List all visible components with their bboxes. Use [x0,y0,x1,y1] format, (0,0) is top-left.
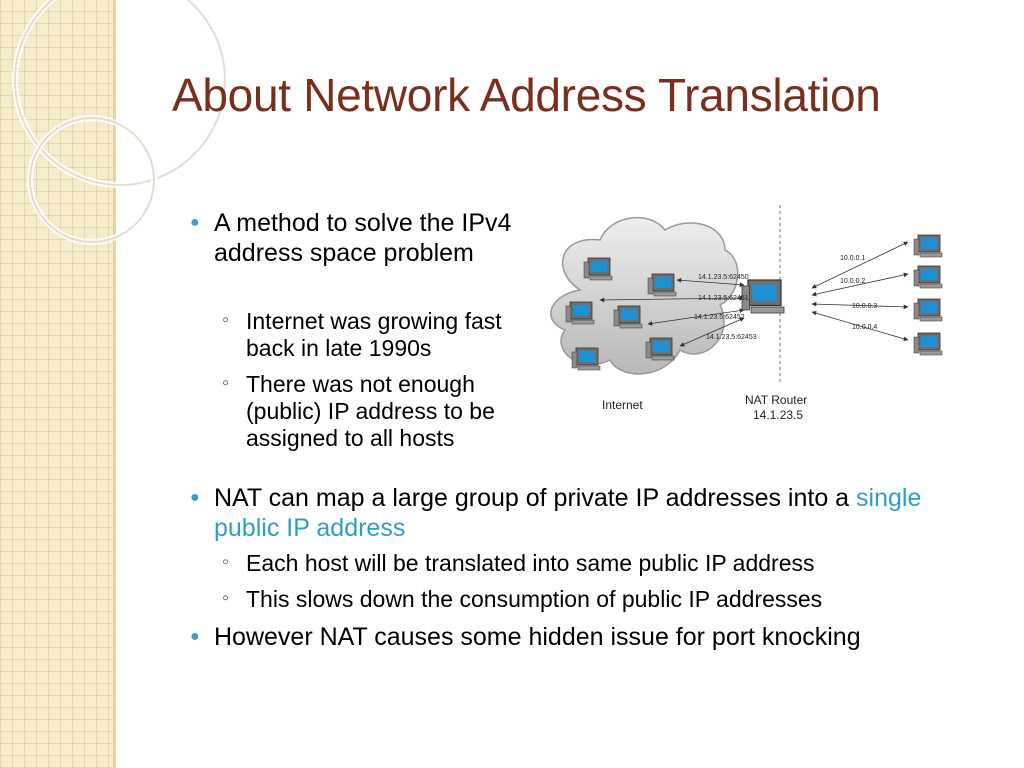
internet-host-icon [613,305,643,329]
sub-bullet-2-2-text: This slows down the consumption of publi… [246,586,823,612]
nat-diagram: 14.1.23.5:62450 14.1.23.5:62451 14.1.23.… [550,205,943,422]
router-label: NAT Router [745,393,807,407]
internet-host-icon [565,301,595,325]
private-ip-label: 10.0.0.3 [852,303,877,310]
public-port-label: 14.1.23.5:62451 [698,295,749,302]
sub-bullet-circle-icon: ◦ [222,309,230,331]
private-ip-label: 10.0.0.2 [840,278,865,285]
internet-label: Internet [602,398,643,412]
bullet-dot-icon: ● [190,489,200,506]
public-port-label: 14.1.23.5:62452 [694,314,745,321]
sidebar-edge [113,0,116,768]
bullet-1: ● A method to solve the IPv4 address spa… [190,208,520,268]
internet-host-icon [647,273,677,297]
highlight-single-public-ip: single public IP address [214,484,922,542]
internet-host-icon [645,337,675,361]
sub-bullet-1-1-text: Internet was growing fast back in late 1… [246,308,502,361]
bullet-dot-icon: ● [190,628,200,645]
slide-title: About Network Address Translation [172,69,881,121]
private-host-icon [913,234,943,258]
sub-bullet-circle-icon: ◦ [222,372,230,394]
private-ip-label: 10.0.0.1 [840,255,865,262]
bullet-dot-icon: ● [190,214,200,231]
bullet-2: ● NAT can map a large group of private I… [190,483,990,543]
internet-host-icon [583,257,613,281]
bullet-2-text: NAT can map a large group of private IP … [214,483,990,543]
sub-bullet-1-2-text: There was not enough (public) IP address… [246,371,495,451]
sub-bullet-2-1-text: Each host will be translated into same p… [246,550,815,576]
bullet-2-text-before: NAT can map a large group of private IP … [214,484,857,512]
private-ip-label: 10.0.0.4 [852,324,877,331]
private-host-icon [913,332,943,356]
sub-bullet-2-1: ◦ Each host will be translated into same… [222,550,982,577]
sub-bullet-2-2: ◦ This slows down the consumption of pub… [222,586,982,613]
sub-bullet-circle-icon: ◦ [222,587,230,609]
private-host-icon [913,298,943,322]
router-ip-label: 14.1.23.5 [753,408,803,422]
public-port-label: 14.1.23.5:62453 [706,334,757,341]
public-port-label: 14.1.23.5:62450 [698,274,749,281]
sub-bullet-1-1: ◦ Internet was growing fast back in late… [222,308,532,362]
private-host-icon [913,265,943,289]
decorative-circles [12,0,228,245]
sub-bullet-circle-icon: ◦ [222,551,230,573]
bullet-1-text: A method to solve the IPv4 address space… [214,209,512,267]
bullet-3: ● However NAT causes some hidden issue f… [190,622,950,652]
sub-bullet-1-2: ◦ There was not enough (public) IP addre… [222,371,532,452]
bullet-3-text: However NAT causes some hidden issue for… [214,623,861,651]
internet-host-icon [571,347,601,371]
